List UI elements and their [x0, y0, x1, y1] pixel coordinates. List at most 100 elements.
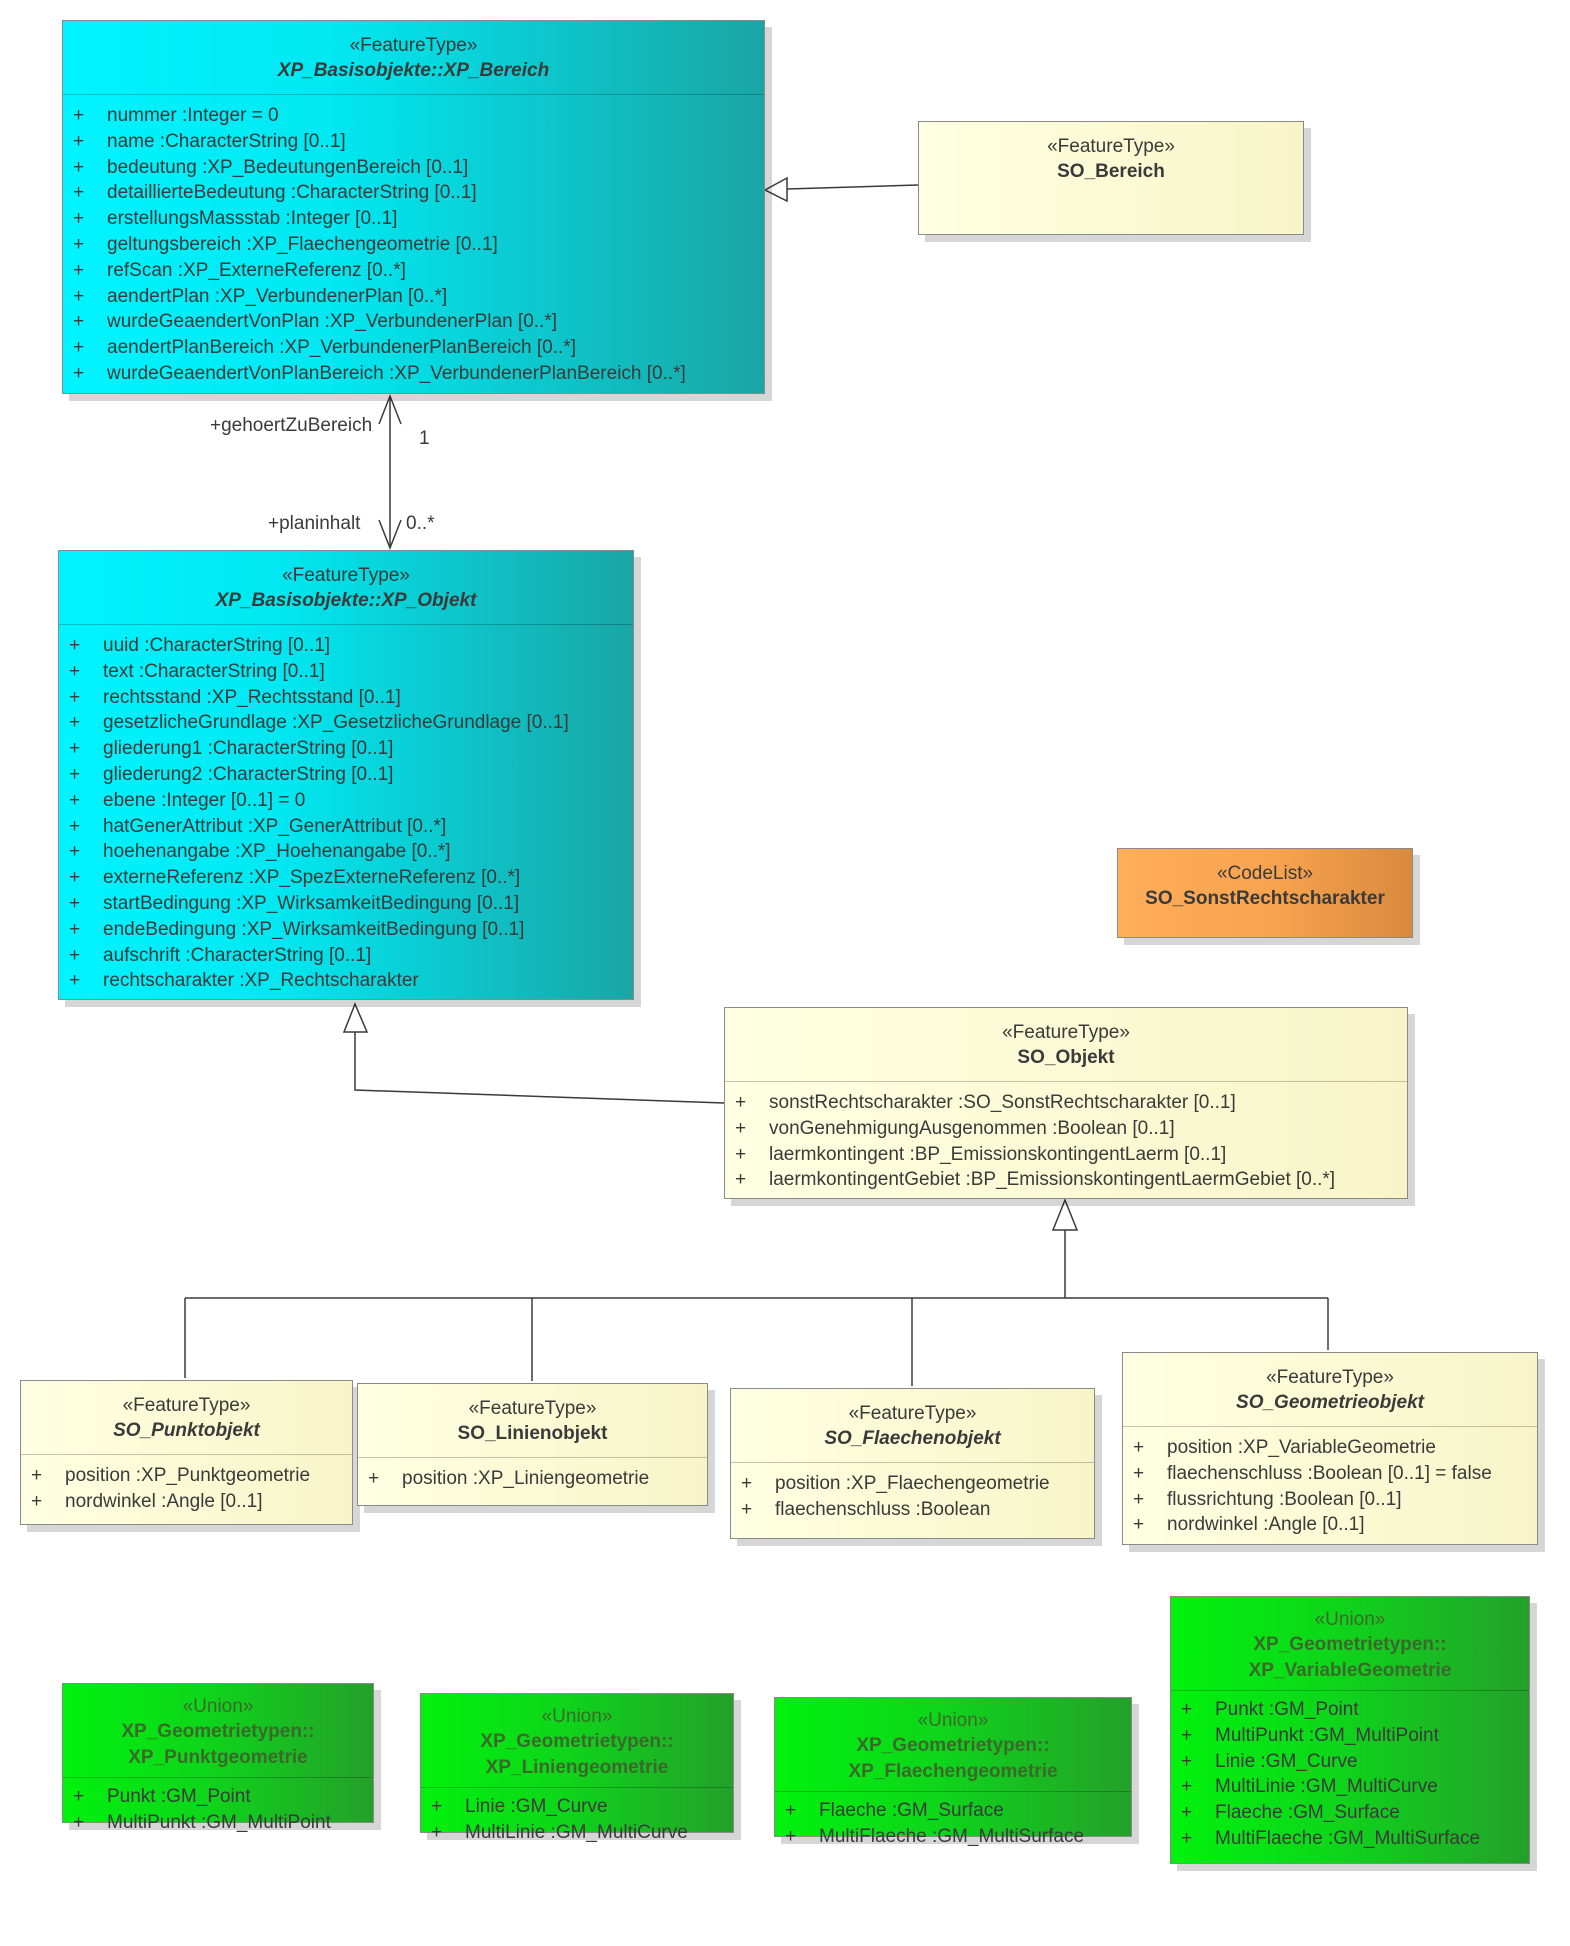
generalization-arrowhead-so-objekt: [342, 1002, 369, 1033]
attribute-row: +MultiPunkt :GM_MultiPoint: [73, 1811, 331, 1833]
attribute-row: +rechtsstand :XP_Rechtsstand [0..1]: [69, 686, 401, 708]
stereotype-label: «Union»: [917, 1710, 989, 1731]
stereotype-label: «FeatureType»: [1266, 1367, 1394, 1388]
class-xp-punktgeometrie[interactable]: «Union» XP_Geometrietypen:: XP_Punktgeom…: [62, 1683, 374, 1833]
stereotype-label: «FeatureType»: [848, 1403, 977, 1424]
stereotype-label: «FeatureType»: [468, 1398, 597, 1419]
attribute-row: +flussrichtung :Boolean [0..1]: [1133, 1488, 1402, 1510]
class-name: SO_Geometrieobjekt: [1236, 1392, 1424, 1413]
attribute-list: +Punkt :GM_Point +MultiPunkt :GM_MultiPo…: [1171, 1690, 1529, 1858]
attribute-row: +aendertPlanBereich :XP_VerbundenerPlanB…: [73, 337, 576, 359]
class-name: SO_Flaechenobjekt: [824, 1428, 1001, 1449]
generalization-line-so-objekt: [354, 1032, 725, 1104]
class-name: SO_Linienobjekt: [457, 1423, 608, 1444]
generalization-arrowhead-so-geometrie: [1051, 1197, 1079, 1231]
class-name: XP_Basisobjekte::XP_Bereich: [277, 60, 550, 81]
attribute-row: +gliederung2 :CharacterString [0..1]: [69, 763, 394, 785]
class-name: SO_Bereich: [1057, 161, 1165, 182]
attribute-list: +Punkt :GM_Point +MultiPunkt :GM_MultiPo…: [63, 1777, 373, 1842]
attribute-row: +hatGenerAttribut :XP_GenerAttribut [0..…: [69, 815, 447, 837]
attribute-row: +nordwinkel :Angle [0..1]: [1133, 1514, 1365, 1536]
attribute-row: +text :CharacterString [0..1]: [69, 660, 325, 682]
class-name: XP_Geometrietypen:: XP_VariableGeometrie: [1248, 1634, 1452, 1681]
stereotype-label: «FeatureType»: [1002, 1022, 1130, 1043]
class-name: XP_Geometrietypen:: XP_Liniengeometrie: [480, 1731, 674, 1778]
attribute-row: +laermkontingent :BP_Emissionskontingent…: [735, 1143, 1227, 1165]
attribute-list: +position :XP_Flaechengeometrie +flaeche…: [731, 1462, 1094, 1529]
attribute-row: +Punkt :GM_Point: [1181, 1699, 1359, 1720]
attribute-row: +MultiFlaeche :GM_MultiSurface: [785, 1825, 1085, 1847]
attribute-row: +position :XP_VariableGeometrie: [1133, 1437, 1436, 1458]
attribute-row: +detaillierteBedeutung :CharacterString …: [73, 182, 477, 204]
attribute-row: +endeBedingung :XP_WirksamkeitBedingung …: [69, 918, 525, 940]
class-xp-flaechengeometrie[interactable]: «Union» XP_Geometrietypen:: XP_Flaecheng…: [774, 1697, 1132, 1847]
attribute-list: +Linie :GM_Curve +MultiLinie :GM_MultiCu…: [421, 1787, 733, 1852]
attribute-row: +sonstRechtscharakter :SO_SonstRechtscha…: [735, 1092, 1236, 1113]
attribute-row: +Flaeche :GM_Surface: [1181, 1802, 1400, 1824]
attribute-row: +Linie :GM_Curve: [431, 1796, 608, 1817]
class-so-flaechenobjekt[interactable]: «FeatureType» SO_Flaechenobjekt +positio…: [730, 1388, 1095, 1539]
association-multiplicity-source: 1: [419, 428, 430, 449]
attribute-list: +nummer :Integer = 0 +name :CharacterStr…: [63, 94, 764, 393]
attribute-row: +gliederung1 :CharacterString [0..1]: [69, 738, 394, 760]
association-arrowhead-top: [378, 393, 402, 425]
attribute-row: +MultiLinie :GM_MultiCurve: [1181, 1776, 1438, 1798]
stereotype-label: «CodeList»: [1216, 863, 1314, 884]
generalization-arrowhead-so-bereich: [763, 176, 788, 203]
association-role-gehoert-zu-bereich: +gehoertZuBereich: [210, 415, 373, 436]
attribute-row: +rechtscharakter :XP_Rechtscharakter: [69, 970, 419, 992]
attribute-row: +aendertPlan :XP_VerbundenerPlan [0..*]: [73, 285, 448, 307]
attribute-list: +uuid :CharacterString [0..1] +text :Cha…: [59, 624, 633, 1000]
attribute-row: +externeReferenz :XP_SpezExterneReferenz…: [69, 867, 521, 889]
attribute-row: +wurdeGeaendertVonPlanBereich :XP_Verbun…: [73, 362, 686, 384]
attribute-row: +nummer :Integer = 0: [73, 105, 279, 126]
attribute-list: +position :XP_Liniengeometrie: [358, 1457, 707, 1498]
attribute-row: +hoehenangabe :XP_Hoehenangabe [0..*]: [69, 841, 451, 863]
class-xp-variablegeometrie[interactable]: «Union» XP_Geometrietypen:: XP_VariableG…: [1170, 1596, 1530, 1864]
attribute-row: +refScan :XP_ExterneReferenz [0..*]: [73, 259, 406, 281]
attribute-list: +sonstRechtscharakter :SO_SonstRechtscha…: [725, 1081, 1407, 1199]
stereotype-label: «FeatureType»: [122, 1395, 251, 1416]
class-name: SO_SonstRechtscharakter: [1145, 888, 1385, 909]
attribute-row: +wurdeGeaendertVonPlan :XP_VerbundenerPl…: [73, 311, 557, 333]
stereotype-label: «FeatureType»: [349, 35, 478, 56]
class-xp-bereich[interactable]: «FeatureType» XP_Basisobjekte::XP_Bereic…: [62, 20, 765, 394]
class-name: SO_Punktobjekt: [113, 1420, 260, 1441]
attribute-row: +erstellungsMassstab :Integer [0..1]: [73, 208, 398, 230]
class-so-geometrieobjekt[interactable]: «FeatureType» SO_Geometrieobjekt +positi…: [1122, 1352, 1538, 1545]
class-name: SO_Objekt: [1017, 1047, 1115, 1068]
attribute-row: +vonGenehmigungAusgenommen :Boolean [0..…: [735, 1117, 1175, 1139]
attribute-row: +gesetzlicheGrundlage :XP_GesetzlicheGru…: [69, 712, 569, 734]
class-so-objekt[interactable]: «FeatureType» SO_Objekt +sonstRechtschar…: [724, 1007, 1408, 1199]
attribute-row: +uuid :CharacterString [0..1]: [69, 635, 331, 656]
class-name: XP_Geometrietypen:: XP_Punktgeometrie: [121, 1721, 315, 1768]
class-xp-liniengeometrie[interactable]: «Union» XP_Geometrietypen:: XP_Liniengeo…: [420, 1693, 734, 1843]
attribute-row: +position :XP_Liniengeometrie: [368, 1468, 650, 1489]
class-so-punktobjekt[interactable]: «FeatureType» SO_Punktobjekt +position :…: [20, 1380, 353, 1525]
class-so-linienobjekt[interactable]: «FeatureType» SO_Linienobjekt +position …: [357, 1383, 708, 1506]
stereotype-label: «FeatureType»: [1047, 136, 1175, 157]
stereotype-label: «Union»: [1314, 1609, 1386, 1630]
attribute-row: +position :XP_Flaechengeometrie: [741, 1473, 1050, 1494]
attribute-row: +flaechenschluss :Boolean: [741, 1498, 991, 1520]
attribute-row: +position :XP_Punktgeometrie: [31, 1465, 311, 1486]
stereotype-label: «Union»: [541, 1706, 613, 1727]
generalization-line-so-bereich: [786, 184, 919, 190]
attribute-row: +nordwinkel :Angle [0..1]: [31, 1490, 263, 1512]
attribute-row: +name :CharacterString [0..1]: [73, 130, 346, 152]
attribute-row: +MultiFlaeche :GM_MultiSurface: [1181, 1827, 1481, 1849]
attribute-row: +Punkt :GM_Point: [73, 1786, 251, 1807]
attribute-row: +ebene :Integer [0..1] = 0: [69, 789, 306, 811]
attribute-list: +position :XP_VariableGeometrie +flaeche…: [1123, 1426, 1537, 1544]
attribute-row: +MultiLinie :GM_MultiCurve: [431, 1821, 688, 1843]
attribute-list: +Flaeche :GM_Surface +MultiFlaeche :GM_M…: [775, 1791, 1131, 1856]
attribute-row: +Linie :GM_Curve: [1181, 1750, 1358, 1772]
class-so-sonstrechtscharakter[interactable]: «CodeList» SO_SonstRechtscharakter: [1117, 848, 1413, 938]
class-name: XP_Geometrietypen:: XP_Flaechengeometrie: [848, 1735, 1058, 1782]
class-so-bereich[interactable]: «FeatureType» SO_Bereich: [918, 121, 1304, 235]
class-xp-objekt[interactable]: «FeatureType» XP_Basisobjekte::XP_Objekt…: [58, 550, 634, 1000]
association-arrowhead-bottom: [378, 519, 402, 551]
association-multiplicity-target: 0..*: [406, 513, 435, 534]
